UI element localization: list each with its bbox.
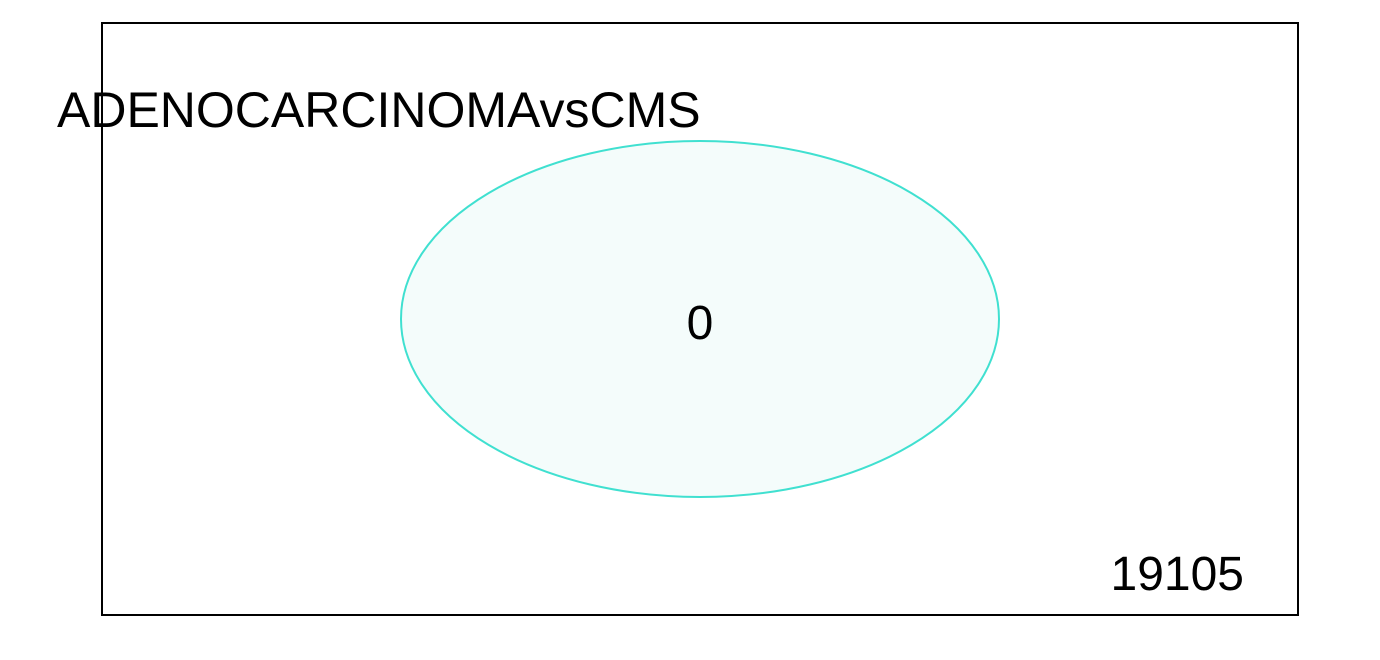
set-label: ADENOCARCINOMAvsCMS	[57, 82, 701, 138]
set-ellipse	[400, 140, 1000, 498]
universe-frame	[101, 22, 1299, 616]
set-count: 0	[687, 297, 714, 350]
universe-count: 19105	[1111, 548, 1244, 601]
